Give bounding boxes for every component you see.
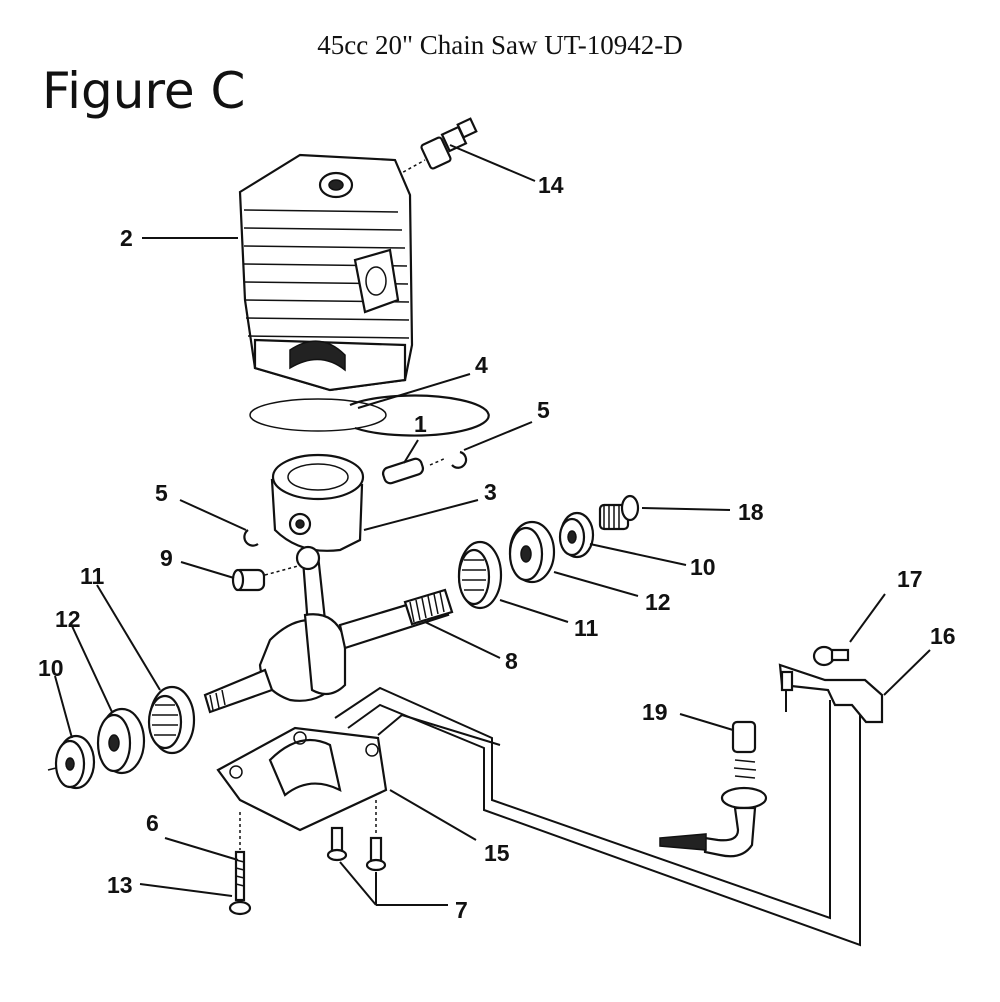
- callout-15: 15: [484, 840, 510, 866]
- callout-7: 7: [455, 897, 468, 923]
- callout-16: 16: [930, 623, 956, 649]
- callout-10-left: 10: [38, 655, 64, 681]
- crankcase: [216, 726, 388, 832]
- oil-pump-worm: [598, 494, 640, 531]
- callout-3: 3: [484, 479, 497, 505]
- washer-left: [47, 734, 96, 790]
- callout-12-right: 12: [645, 589, 671, 615]
- callout-1: 1: [414, 411, 427, 437]
- callout-14: 14: [538, 172, 564, 198]
- callout-5-right: 5: [537, 397, 550, 423]
- crankshaft: [203, 545, 454, 714]
- pin-clip-right: [451, 450, 468, 469]
- bolt-short-1: [326, 826, 348, 862]
- callout-9: 9: [160, 545, 173, 571]
- bolt-short-2: [365, 800, 387, 872]
- cylinder: [238, 153, 414, 392]
- callout-18: 18: [738, 499, 764, 525]
- seal-left: [96, 707, 146, 775]
- callout-17: 17: [897, 566, 923, 592]
- callout-6: 6: [146, 810, 159, 836]
- spark-plug: [397, 117, 478, 176]
- washer-right: [558, 511, 595, 559]
- callout-19: 19: [642, 699, 668, 725]
- bar-bracket: [778, 663, 884, 724]
- callout-12-left: 12: [55, 606, 81, 632]
- callout-5-left: 5: [155, 480, 168, 506]
- callout-11-left: 11: [80, 563, 105, 589]
- bracket-screw: [812, 645, 850, 667]
- callout-8: 8: [505, 648, 518, 674]
- piston-pin: [381, 457, 447, 485]
- seal-right: [508, 520, 556, 584]
- bearing-left: [147, 685, 196, 755]
- callout-labels: 2 14 4 5 1 5 3 9 18 10 12 11 8 11 12 10 …: [38, 172, 956, 923]
- oil-hose: [659, 720, 768, 858]
- figure-title: Figure C: [42, 62, 246, 120]
- callout-11-right: 11: [574, 615, 599, 641]
- piston: [270, 453, 365, 552]
- needle-bearing: [231, 565, 299, 592]
- model-title: 45cc 20" Chain Saw UT-10942-D: [317, 30, 683, 60]
- callout-2: 2: [120, 225, 133, 251]
- callout-10-right: 10: [690, 554, 716, 580]
- leader-lines: [54, 144, 931, 906]
- callout-4: 4: [475, 352, 488, 378]
- callout-13: 13: [107, 872, 133, 898]
- bolt-long: [228, 812, 252, 916]
- piston-ring: [249, 394, 490, 437]
- pin-clip-left: [243, 529, 259, 547]
- bearing-right: [457, 540, 503, 610]
- oil-line: [334, 686, 861, 947]
